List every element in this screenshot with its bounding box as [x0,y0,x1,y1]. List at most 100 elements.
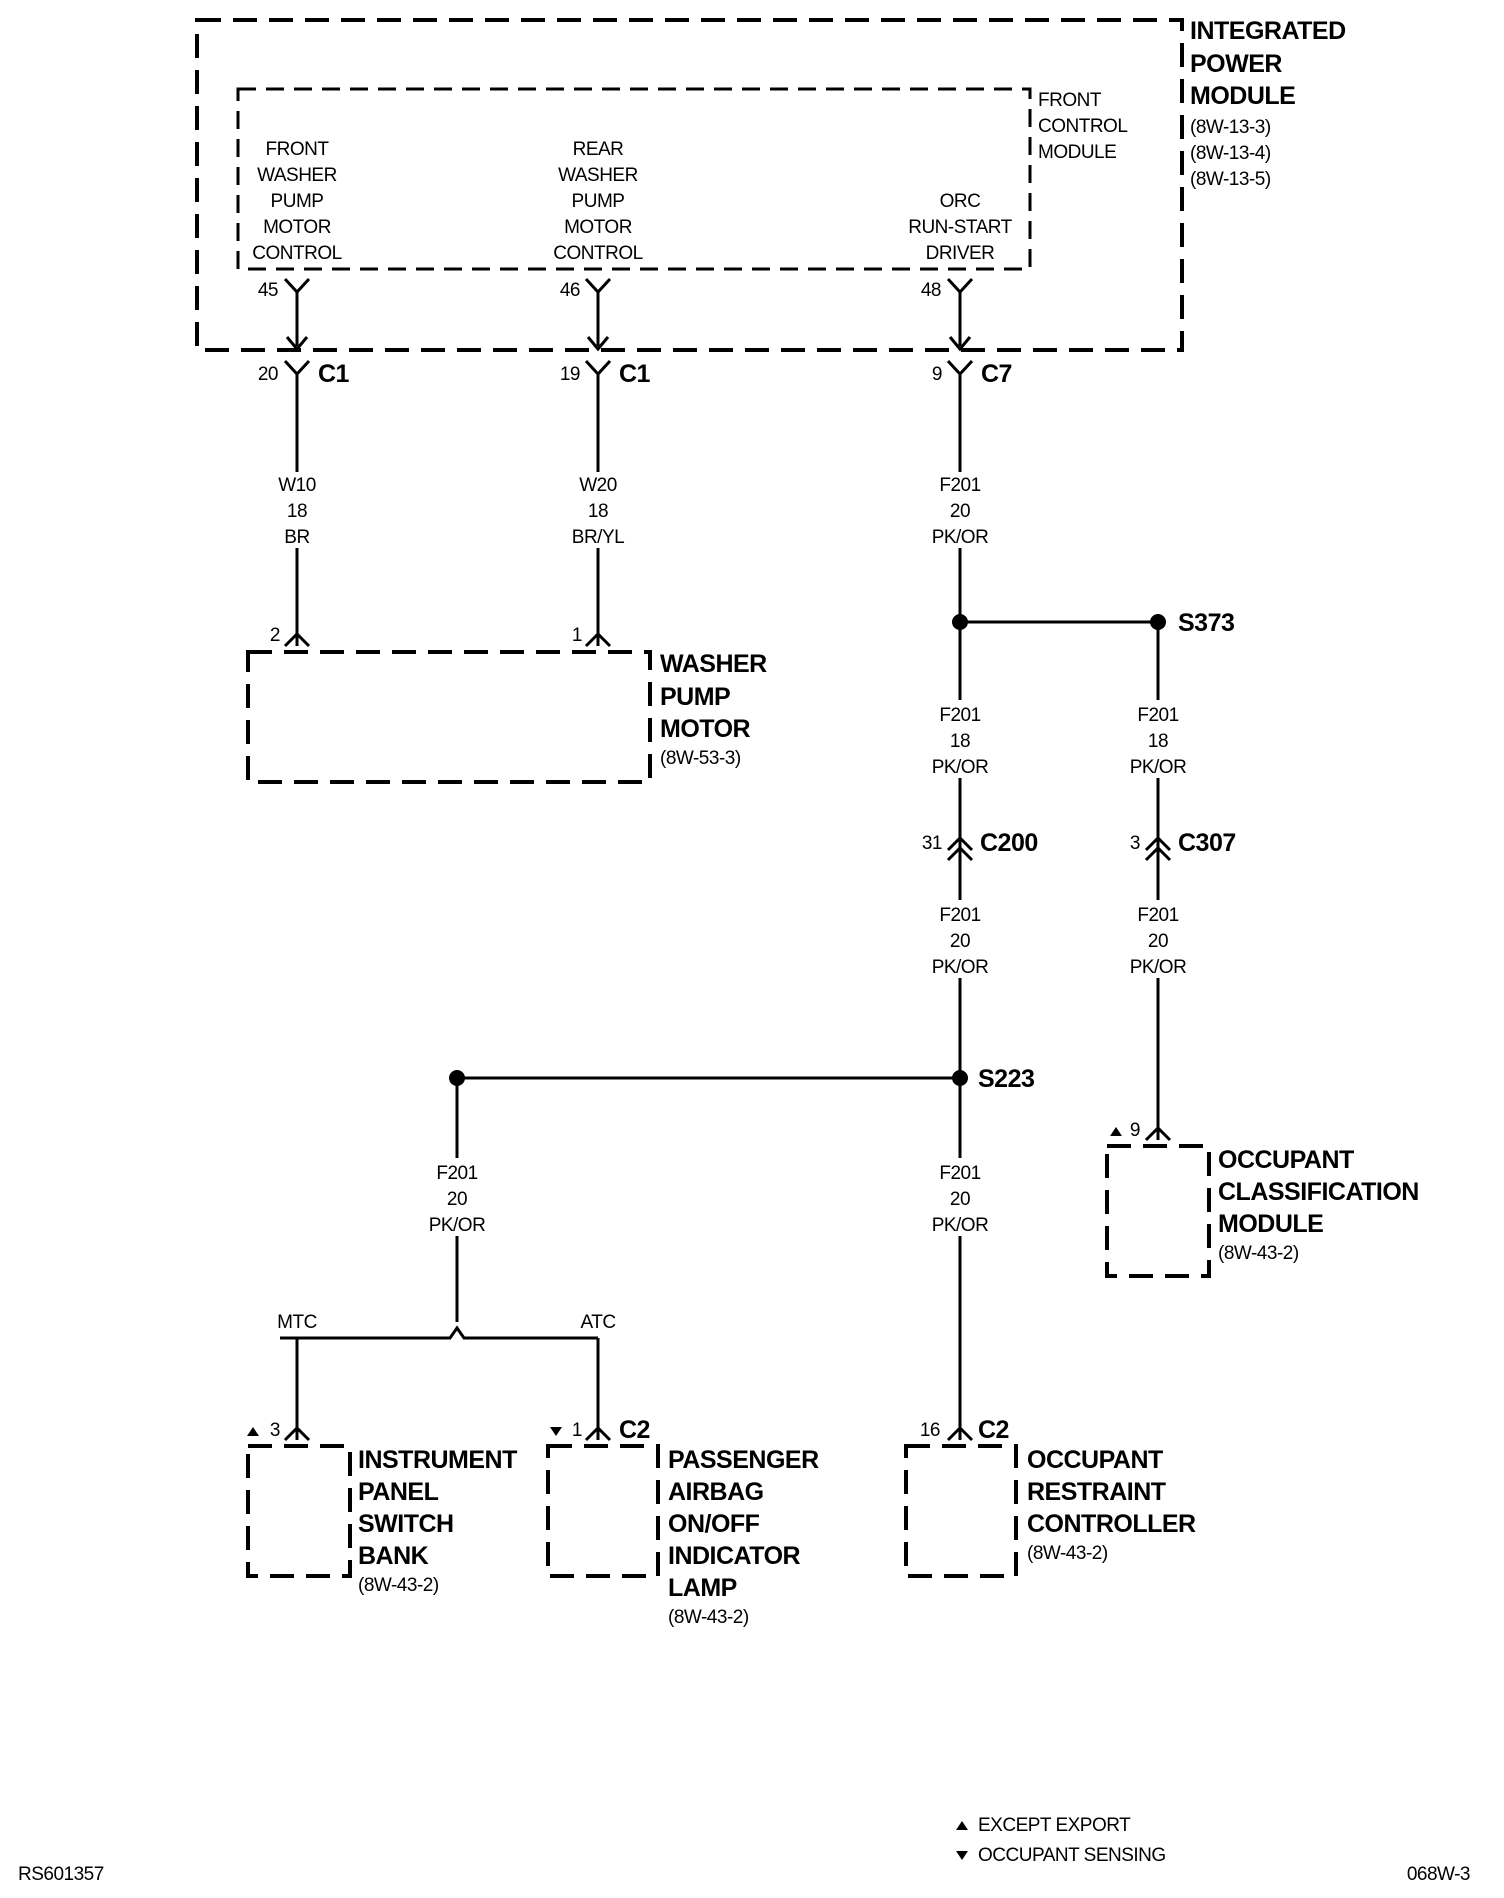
ipm-title-line-1: INTEGRATED [1190,17,1346,45]
ipm-ref-3: (8W-13-5) [1190,169,1271,190]
occupant-restraint-controller: 16 C2 OCCUPANT RESTRAINT CONTROLLER (8W-… [904,1416,1197,1578]
orc-title-line-1: OCCUPANT [1027,1446,1163,1474]
circuit-label-line: CONTROL [553,243,642,264]
branch-mtc-label: MTC [277,1312,317,1333]
washer-pump-motor: 2 1 WASHER PUMP MOTOR (8W-53-3) [246,625,768,784]
connector-c7: C7 [981,360,1012,388]
wire-label-line: BR [284,527,309,548]
instrument-panel-title-line-3: SWITCH [358,1510,454,1538]
wire-label-line: PK/OR [932,957,989,978]
pin-48: 48 [921,280,941,301]
legend-except-export: EXCEPT EXPORT [978,1815,1131,1836]
wire-label-line: PK/OR [1130,957,1187,978]
wire-label-line: F201 [939,475,980,496]
splice-s373-label: S373 [1178,609,1234,637]
occupant-class-title-line-2: CLASSIFICATION [1218,1178,1419,1206]
front-control-module: FRONT CONTROL MODULE FRONT WASHER PUMP M… [236,87,1128,271]
wire-label-line: F201 [939,1163,980,1184]
orc-title-line-2: RESTRAINT [1027,1478,1166,1506]
connector-c1-right: C1 [619,360,651,388]
wire-label-line: 20 [950,501,970,522]
occupant-sensing-marker [550,1427,562,1436]
connector-c307: C307 [1178,829,1236,857]
instrument-panel-title-line-4: BANK [358,1542,429,1570]
airbag-lamp-title-line-5: LAMP [668,1574,737,1602]
footer-left-id: RS601357 [18,1864,104,1885]
footer-right-id: 068W-3 [1407,1864,1470,1885]
occupant-class-pin-9: 9 [1130,1120,1140,1141]
washer-pump-title-line-1: WASHER [660,650,767,678]
wire-f201-mtc-atc [280,1078,612,1442]
wire-label-line: PK/OR [1130,757,1187,778]
circuit-label-line: CONTROL [252,243,341,264]
except-export-marker [247,1427,259,1436]
pin-45: 45 [258,280,278,301]
passenger-airbag-indicator-lamp: 1 C2 PASSENGER AIRBAG ON/OFF INDICATOR L… [546,1416,820,1628]
wire-label-line: 20 [950,1189,970,1210]
ipm-ref-2: (8W-13-4) [1190,143,1271,164]
rear-washer-pump-motor-control-label: REAR WASHER PUMP MOTOR CONTROL [553,139,643,264]
circuit-label-line: PUMP [572,191,625,212]
fcm-label-line-1: FRONT [1038,90,1102,111]
legend-occupant-sensing: OCCUPANT SENSING [978,1845,1166,1866]
orc-ref: (8W-43-2) [1027,1543,1108,1564]
front-washer-pump-motor-control-label: FRONT WASHER PUMP MOTOR CONTROL [252,139,342,264]
except-export-marker [1110,1127,1122,1136]
circuit-label-line: WASHER [558,165,638,186]
wire-label-line: 18 [588,501,608,522]
airbag-lamp-title-line-1: PASSENGER [668,1446,819,1474]
circuit-label-line: REAR [573,139,624,160]
pin-46: 46 [560,280,580,301]
wire-label-line: PK/OR [429,1215,486,1236]
instrument-panel-ref: (8W-43-2) [358,1575,439,1596]
washer-pump-title-line-3: MOTOR [660,715,751,743]
connector-c1-left: C1 [318,360,350,388]
airbag-lamp-title-line-3: ON/OFF [668,1510,760,1538]
circuit-label-line: FRONT [266,139,330,160]
legend: EXCEPT EXPORT OCCUPANT SENSING [956,1815,1166,1866]
wire-label-line: F201 [939,705,980,726]
occupant-class-title-line-1: OCCUPANT [1218,1146,1354,1174]
connector-c1-pin-20: 20 [258,364,278,385]
orc-pin-16: 16 [920,1420,940,1441]
airbag-lamp-pin-1: 1 [572,1420,582,1441]
occupant-classification-module: 9 OCCUPANT CLASSIFICATION MODULE (8W-43-… [1105,1120,1419,1278]
ipm-title-line-2: POWER [1190,50,1282,78]
circuit-label-line: WASHER [257,165,337,186]
fcm-label-line-2: CONTROL [1038,116,1127,137]
circuit-label-line: MOTOR [263,217,331,238]
except-export-legend-icon [956,1821,968,1830]
ipm-title-line-3: MODULE [1190,82,1295,110]
circuit-label-line: MOTOR [564,217,632,238]
airbag-lamp-ref: (8W-43-2) [668,1607,749,1628]
wire-label-line: PK/OR [932,757,989,778]
integrated-power-module: INTEGRATED POWER MODULE (8W-13-3) (8W-13… [195,17,1346,352]
wire-f201-c307-branch [1144,622,1172,1142]
connector-c200-pin-31: 31 [922,833,942,854]
wire-label-line: W20 [579,475,617,496]
wire-label-line: W10 [278,475,316,496]
connector-c307-pin-3: 3 [1130,833,1140,854]
wire-label-line: F201 [939,905,980,926]
wire-label-line: F201 [436,1163,477,1184]
wire-label-line: BR/YL [572,527,624,548]
ipm-ref-1: (8W-13-3) [1190,117,1271,138]
wire-label-line: F201 [1137,905,1178,926]
occupant-class-ref: (8W-43-2) [1218,1243,1299,1264]
orc-run-start-driver-label: ORC RUN-START DRIVER [908,191,1013,264]
wire-f201-to-orc [946,1078,974,1442]
orc-connector-c2: C2 [978,1416,1009,1444]
wire-label-line: PK/OR [932,1215,989,1236]
wire-label-line: 20 [447,1189,467,1210]
circuit-label-line: PUMP [271,191,324,212]
wire-label-line: F201 [1137,705,1178,726]
wire-f201-c200-branch [946,622,974,1078]
connector-c7-pin-9: 9 [932,364,942,385]
branch-atc-label: ATC [580,1312,615,1333]
washer-pump-title-line-2: PUMP [660,683,730,711]
airbag-lamp-title-line-2: AIRBAG [668,1478,764,1506]
circuit-label-line: ORC [940,191,981,212]
instrument-panel-title-line-2: PANEL [358,1478,439,1506]
wire-f201-trunk [946,277,974,622]
